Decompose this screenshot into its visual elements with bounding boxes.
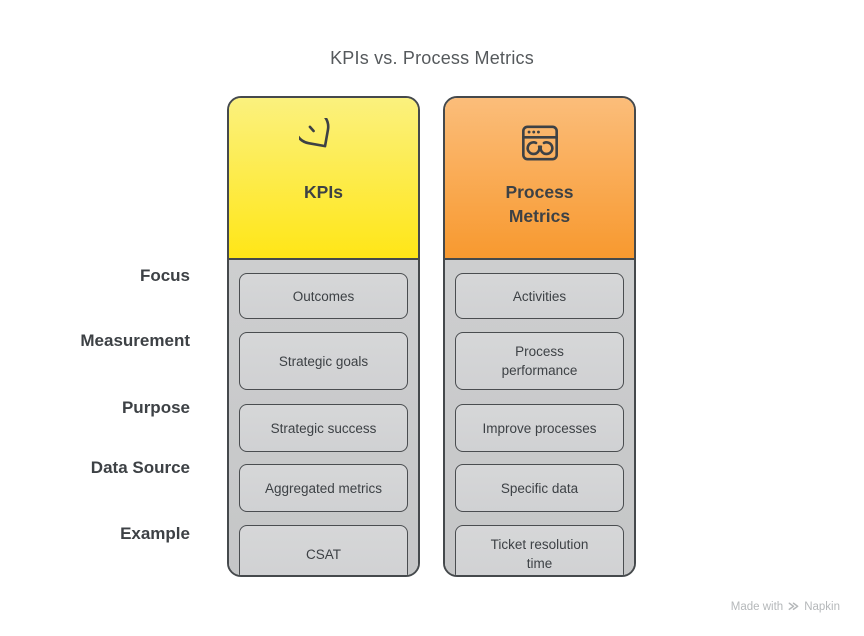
cell-process-measurement: Process performance: [455, 332, 624, 390]
kpis-column-header: KPIs: [229, 98, 418, 260]
cell-process-focus: Activities: [455, 273, 624, 319]
row-label-measurement: Measurement: [80, 331, 190, 350]
row-label-example: Example: [120, 524, 190, 543]
cell-kpis-example: CSAT: [239, 525, 408, 575]
row-label-data-source: Data Source: [90, 458, 190, 477]
watermark-text: Made with: [730, 600, 784, 613]
row-label-focus: Focus: [139, 266, 190, 285]
cell-process-purpose: Improve processes: [455, 404, 624, 452]
cell-process-example: Ticket resolution time: [455, 525, 624, 575]
cell-kpis-focus: Outcomes: [239, 273, 408, 319]
kpis-column-body: Outcomes Strategic goals Strategic succe…: [229, 260, 418, 575]
process-metrics-column: Process Metrics Activities Process perfo…: [443, 96, 636, 577]
cell-kpis-measurement: Strategic goals: [239, 332, 408, 390]
row-label-purpose: Purpose: [121, 398, 190, 417]
process-metrics-column-title: Process Metrics: [505, 182, 574, 226]
kpis-column-title: KPIs: [304, 182, 343, 202]
process-metrics-column-header: Process Metrics: [445, 98, 634, 260]
process-metrics-column-body: Activities Process performance Improve p…: [445, 260, 634, 575]
app-window-sync-icon: [521, 125, 558, 161]
watermark-brand: Napkin: [804, 600, 840, 613]
cell-process-data-source: Specific data: [455, 464, 624, 512]
cell-kpis-data-source: Aggregated metrics: [239, 464, 408, 512]
pie-chart-icon: [298, 118, 329, 148]
kpis-column: KPIs Outcomes Strategic goals Strategic …: [227, 96, 420, 577]
cell-kpis-purpose: Strategic success: [239, 404, 408, 452]
diagram-title: KPIs vs. Process Metrics: [330, 48, 534, 68]
napkin-logo-icon: [788, 602, 799, 611]
napkin-watermark[interactable]: Made with Napkin: [731, 600, 840, 613]
